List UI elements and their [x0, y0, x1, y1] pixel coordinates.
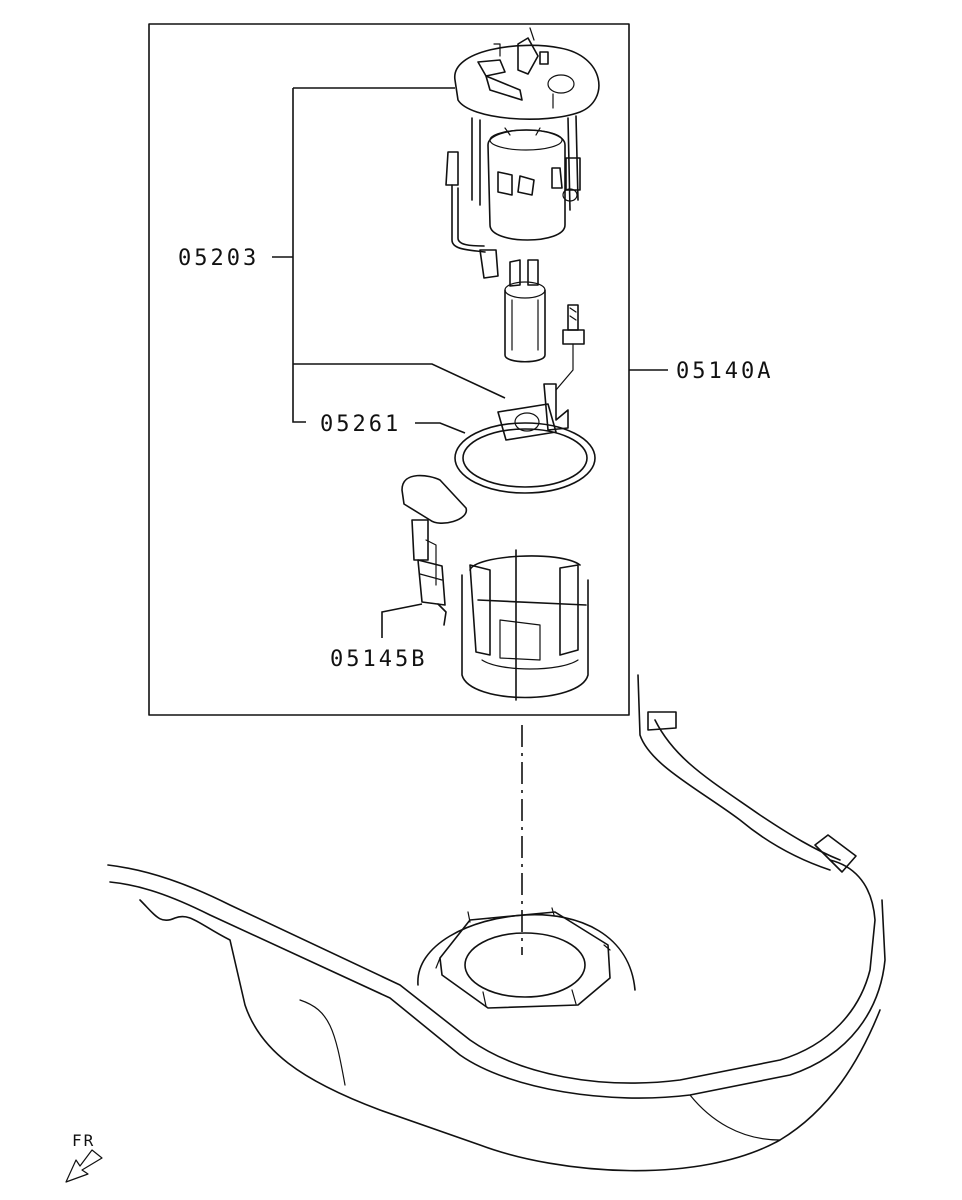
wire-harness	[445, 151, 499, 279]
label-pump-assembly: 05203	[178, 246, 259, 271]
pump-housing	[487, 127, 581, 241]
filler-hose	[637, 674, 857, 873]
leader-pump-assembly	[272, 87, 506, 423]
label-fuel-gauge-unit: 05145B	[330, 647, 427, 672]
top-flange	[454, 27, 600, 120]
packing-ring-and-seal	[454, 383, 596, 494]
label-fuel-pump-module: 05140A	[676, 359, 773, 384]
fuel-pump-motor	[504, 259, 546, 363]
leader-packing-ring	[415, 422, 466, 434]
fuel-filter-plug	[555, 304, 585, 391]
fr-arrow-icon	[65, 1149, 103, 1183]
tank-opening	[417, 907, 636, 1009]
label-packing-ring: 05261	[320, 412, 401, 437]
fuel-gauge-unit	[401, 474, 467, 626]
leader-fuel-gauge-unit	[381, 603, 423, 638]
support-rods	[471, 115, 579, 211]
fuel-tank	[107, 859, 886, 1172]
reservoir-bucket	[461, 549, 589, 701]
front-direction-marker: FR	[65, 1131, 103, 1183]
fr-label: FR	[72, 1131, 95, 1150]
